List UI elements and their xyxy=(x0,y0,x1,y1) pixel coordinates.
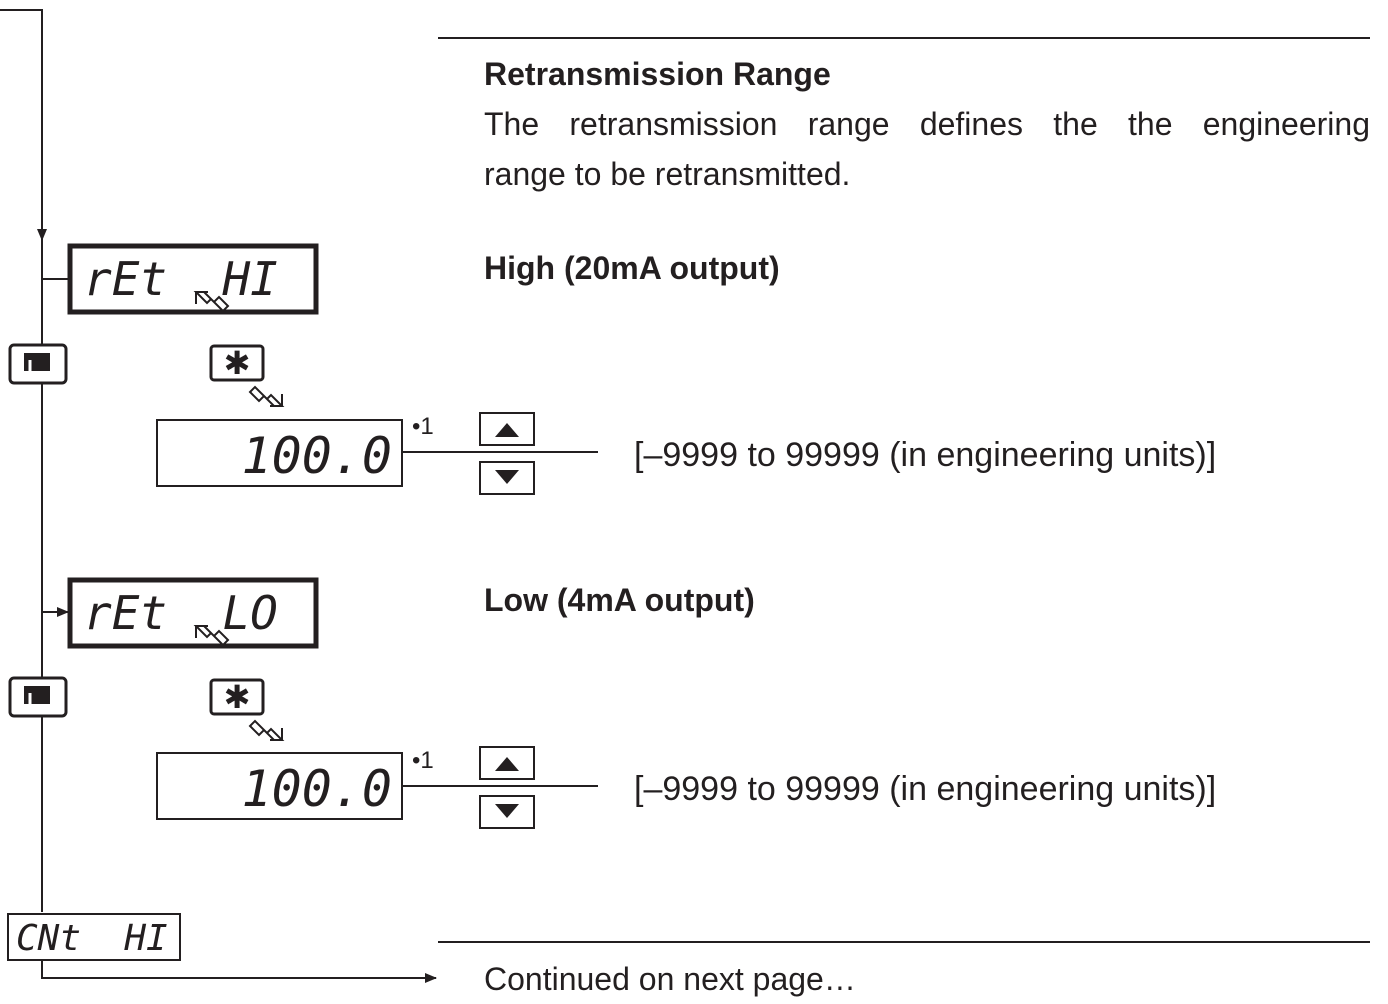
display-cnt-hi xyxy=(7,913,181,961)
section-description-line1: The retransmission range defines the the… xyxy=(484,106,1370,142)
display-ret-lo xyxy=(67,577,319,649)
high-range: [–9999 to 99999 (in engineering units)] xyxy=(634,436,1217,474)
up-arrow-key-icon[interactable] xyxy=(479,746,535,780)
down-arrow-key-icon[interactable] xyxy=(479,795,535,829)
page-key-icon[interactable] xyxy=(8,676,68,718)
footnote-hi: •1 xyxy=(412,413,434,440)
low-range: [–9999 to 99999 (in engineering units)] xyxy=(634,770,1217,808)
svg-text:✱: ✱ xyxy=(224,344,251,382)
star-key-arrows xyxy=(193,625,285,741)
continued-note: Continued on next page… xyxy=(484,961,856,997)
page-key-icon[interactable] xyxy=(8,343,68,385)
down-arrow-key-icon[interactable] xyxy=(479,461,535,495)
star-key-icon[interactable]: ✱ xyxy=(209,344,265,382)
value-display-lo xyxy=(156,752,403,820)
display-cnt-hi-text: CNt HI xyxy=(16,918,168,959)
star-key-arrows xyxy=(193,291,285,407)
value-display-hi-text: 100.0 xyxy=(241,427,392,485)
flow-line-top xyxy=(0,9,47,241)
flow-line-exit xyxy=(41,960,437,983)
section-description-line2: range to be retransmitted. xyxy=(484,156,851,192)
low-label: Low (4mA output) xyxy=(484,582,755,618)
section-title: Retransmission Range xyxy=(484,56,831,92)
display-ret-hi-text: rEt HI xyxy=(84,252,278,306)
up-arrow-key-icon[interactable] xyxy=(479,412,535,446)
svg-text:✱: ✱ xyxy=(224,678,251,716)
high-label: High (20mA output) xyxy=(484,250,780,286)
display-ret-lo-text: rEt LO xyxy=(84,586,278,640)
value-display-lo-text: 100.0 xyxy=(241,760,392,818)
display-ret-hi xyxy=(67,243,319,315)
star-key-icon[interactable]: ✱ xyxy=(209,678,265,716)
footnote-lo: •1 xyxy=(412,747,434,774)
